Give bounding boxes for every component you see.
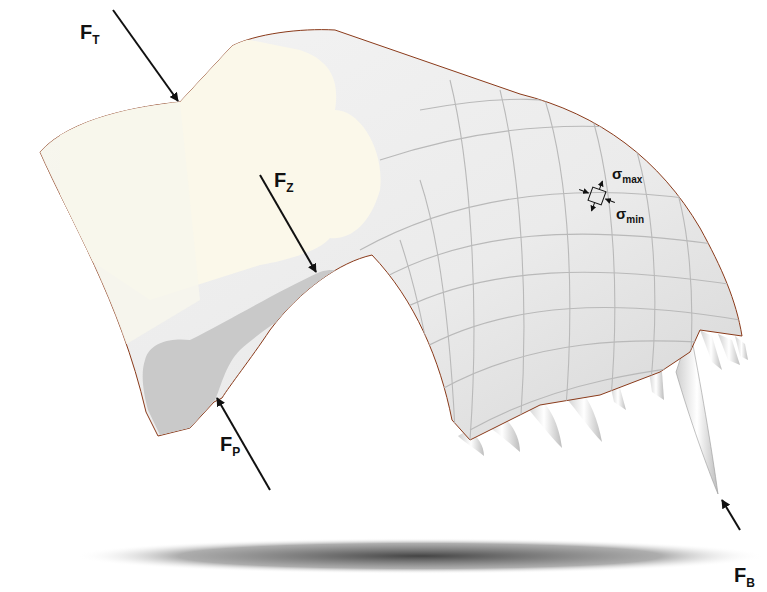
stress-label: σmax: [612, 166, 642, 185]
force-label: FT: [80, 22, 100, 46]
force-label: FB: [734, 565, 755, 589]
stress-label: σmin: [616, 206, 644, 225]
force-label: FZ: [274, 170, 294, 194]
force-label: FP: [220, 434, 240, 458]
